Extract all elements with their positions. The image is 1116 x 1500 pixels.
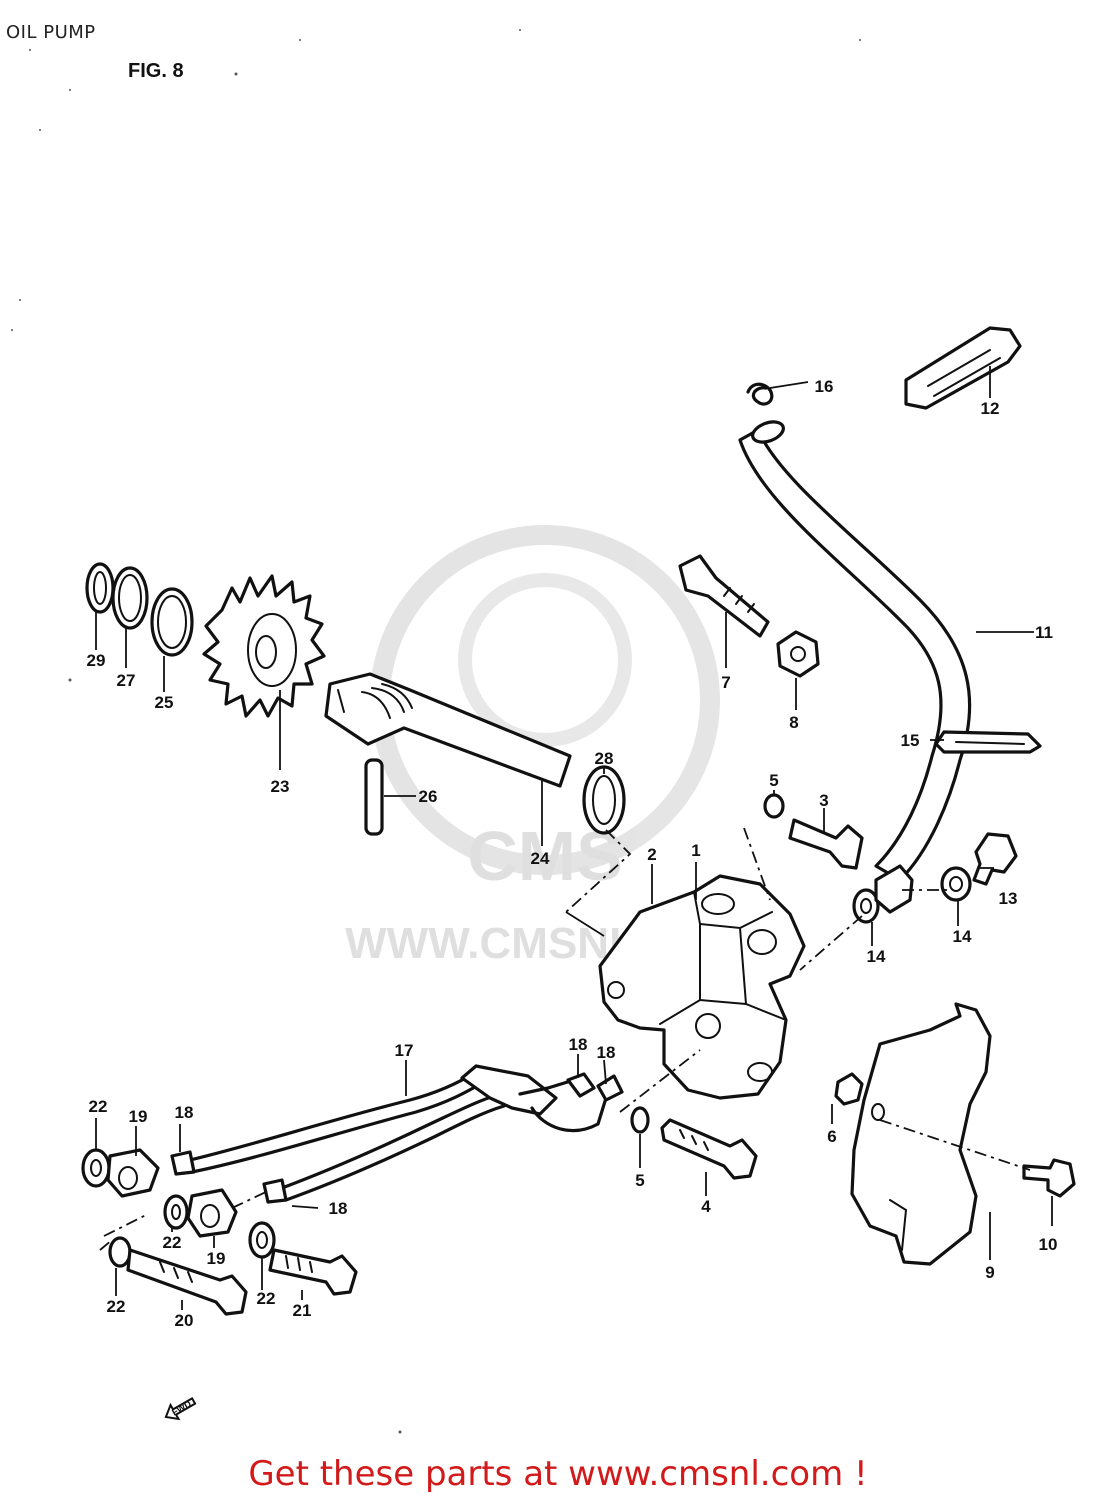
pin-26[interactable] (364, 758, 384, 836)
screw-3[interactable] (788, 818, 864, 870)
label-14-right: 14 (953, 927, 972, 946)
label-17: 17 (395, 1041, 414, 1060)
washer-5-upper[interactable] (763, 793, 785, 819)
bolt-13[interactable] (972, 832, 1018, 886)
leader-lines (95, 366, 1053, 1310)
oil-hose-17[interactable] (188, 1064, 608, 1202)
washer-22-right[interactable] (248, 1221, 276, 1259)
label-1: 1 (691, 841, 700, 860)
banjo-bolt-7[interactable] (678, 554, 770, 638)
label-12: 12 (981, 399, 1000, 418)
washer-14-left[interactable] (852, 888, 880, 924)
label-8: 8 (789, 713, 798, 732)
label-16: 16 (815, 377, 834, 396)
label-3: 3 (819, 791, 828, 810)
footer-cmsnl-link[interactable]: Get these parts at www.cmsnl.com ! (248, 1454, 868, 1494)
o-ring-25[interactable] (150, 587, 194, 657)
washer-22-mid[interactable] (163, 1194, 189, 1230)
label-23: 23 (271, 777, 290, 796)
washer-22-top[interactable] (81, 1148, 111, 1188)
banjo-bolt-21[interactable] (268, 1248, 358, 1296)
label-19-top: 19 (129, 1107, 148, 1126)
label-15: 15 (901, 731, 920, 750)
label-18-a: 18 (569, 1035, 588, 1054)
pump-drive-shaft-24[interactable] (324, 672, 572, 788)
oil-pump-1[interactable] (598, 874, 806, 1100)
label-11: 11 (1035, 623, 1053, 642)
o-ring-27[interactable] (111, 566, 149, 630)
part-number-labels: 29 27 25 23 26 24 28 16 12 11 7 8 15 5 3… (87, 377, 1058, 1330)
nut-8[interactable] (776, 630, 820, 678)
washer-5-lower[interactable] (630, 1106, 650, 1134)
label-18-c: 18 (175, 1103, 194, 1122)
label-21: 21 (293, 1301, 312, 1320)
banjo-fitting-19-bottom[interactable] (186, 1188, 238, 1238)
label-4: 4 (701, 1197, 711, 1216)
label-9: 9 (985, 1263, 994, 1282)
label-25: 25 (155, 693, 174, 712)
banjo-bolt-20[interactable] (108, 1236, 248, 1316)
label-20: 20 (175, 1311, 194, 1330)
label-6: 6 (827, 1127, 836, 1146)
hose-clamp-15[interactable] (934, 730, 1042, 754)
label-2: 2 (647, 845, 656, 864)
screw-4[interactable] (660, 1118, 758, 1180)
label-13: 13 (999, 889, 1018, 908)
label-5-lower: 5 (635, 1171, 644, 1190)
forward-mark-text: FWD (170, 1398, 193, 1417)
label-26: 26 (419, 787, 438, 806)
alignment-lines (99, 827, 1031, 1251)
drive-gear-23[interactable] (202, 574, 326, 718)
label-18-b: 18 (597, 1043, 616, 1062)
label-14-left: 14 (867, 947, 886, 966)
washer-28[interactable] (582, 765, 626, 835)
label-22-right: 22 (257, 1289, 276, 1308)
label-18-d: 18 (329, 1199, 348, 1218)
label-22-mid: 22 (163, 1233, 182, 1252)
label-7: 7 (721, 673, 730, 692)
label-28: 28 (595, 749, 614, 768)
label-29: 29 (87, 651, 106, 670)
washer-29[interactable] (85, 562, 115, 614)
hose-fitting-18-right[interactable] (566, 1072, 624, 1102)
hose-guide-12[interactable] (904, 326, 1022, 410)
hose-fitting (874, 864, 914, 914)
forward-direction-mark: FWD (164, 1397, 197, 1421)
hose-fitting-18-left[interactable] (170, 1150, 288, 1204)
page-title: OIL PUMP (6, 22, 96, 43)
label-19-bottom: 19 (207, 1249, 226, 1268)
watermark-logo-face (458, 573, 632, 747)
banjo-fitting-19-top[interactable] (106, 1148, 160, 1198)
label-24: 24 (531, 849, 550, 868)
figure-label: FIG. 8 (128, 60, 184, 82)
clip-16[interactable] (746, 382, 774, 406)
label-22-top: 22 (89, 1097, 108, 1116)
label-10: 10 (1039, 1235, 1058, 1254)
screw-10[interactable] (1022, 1158, 1076, 1198)
washer-14-right[interactable] (940, 866, 972, 902)
label-5-upper: 5 (769, 771, 778, 790)
label-22-bottom: 22 (107, 1297, 126, 1316)
scan-noise (11, 29, 861, 1434)
label-27: 27 (117, 671, 136, 690)
screw-6[interactable] (834, 1072, 864, 1106)
